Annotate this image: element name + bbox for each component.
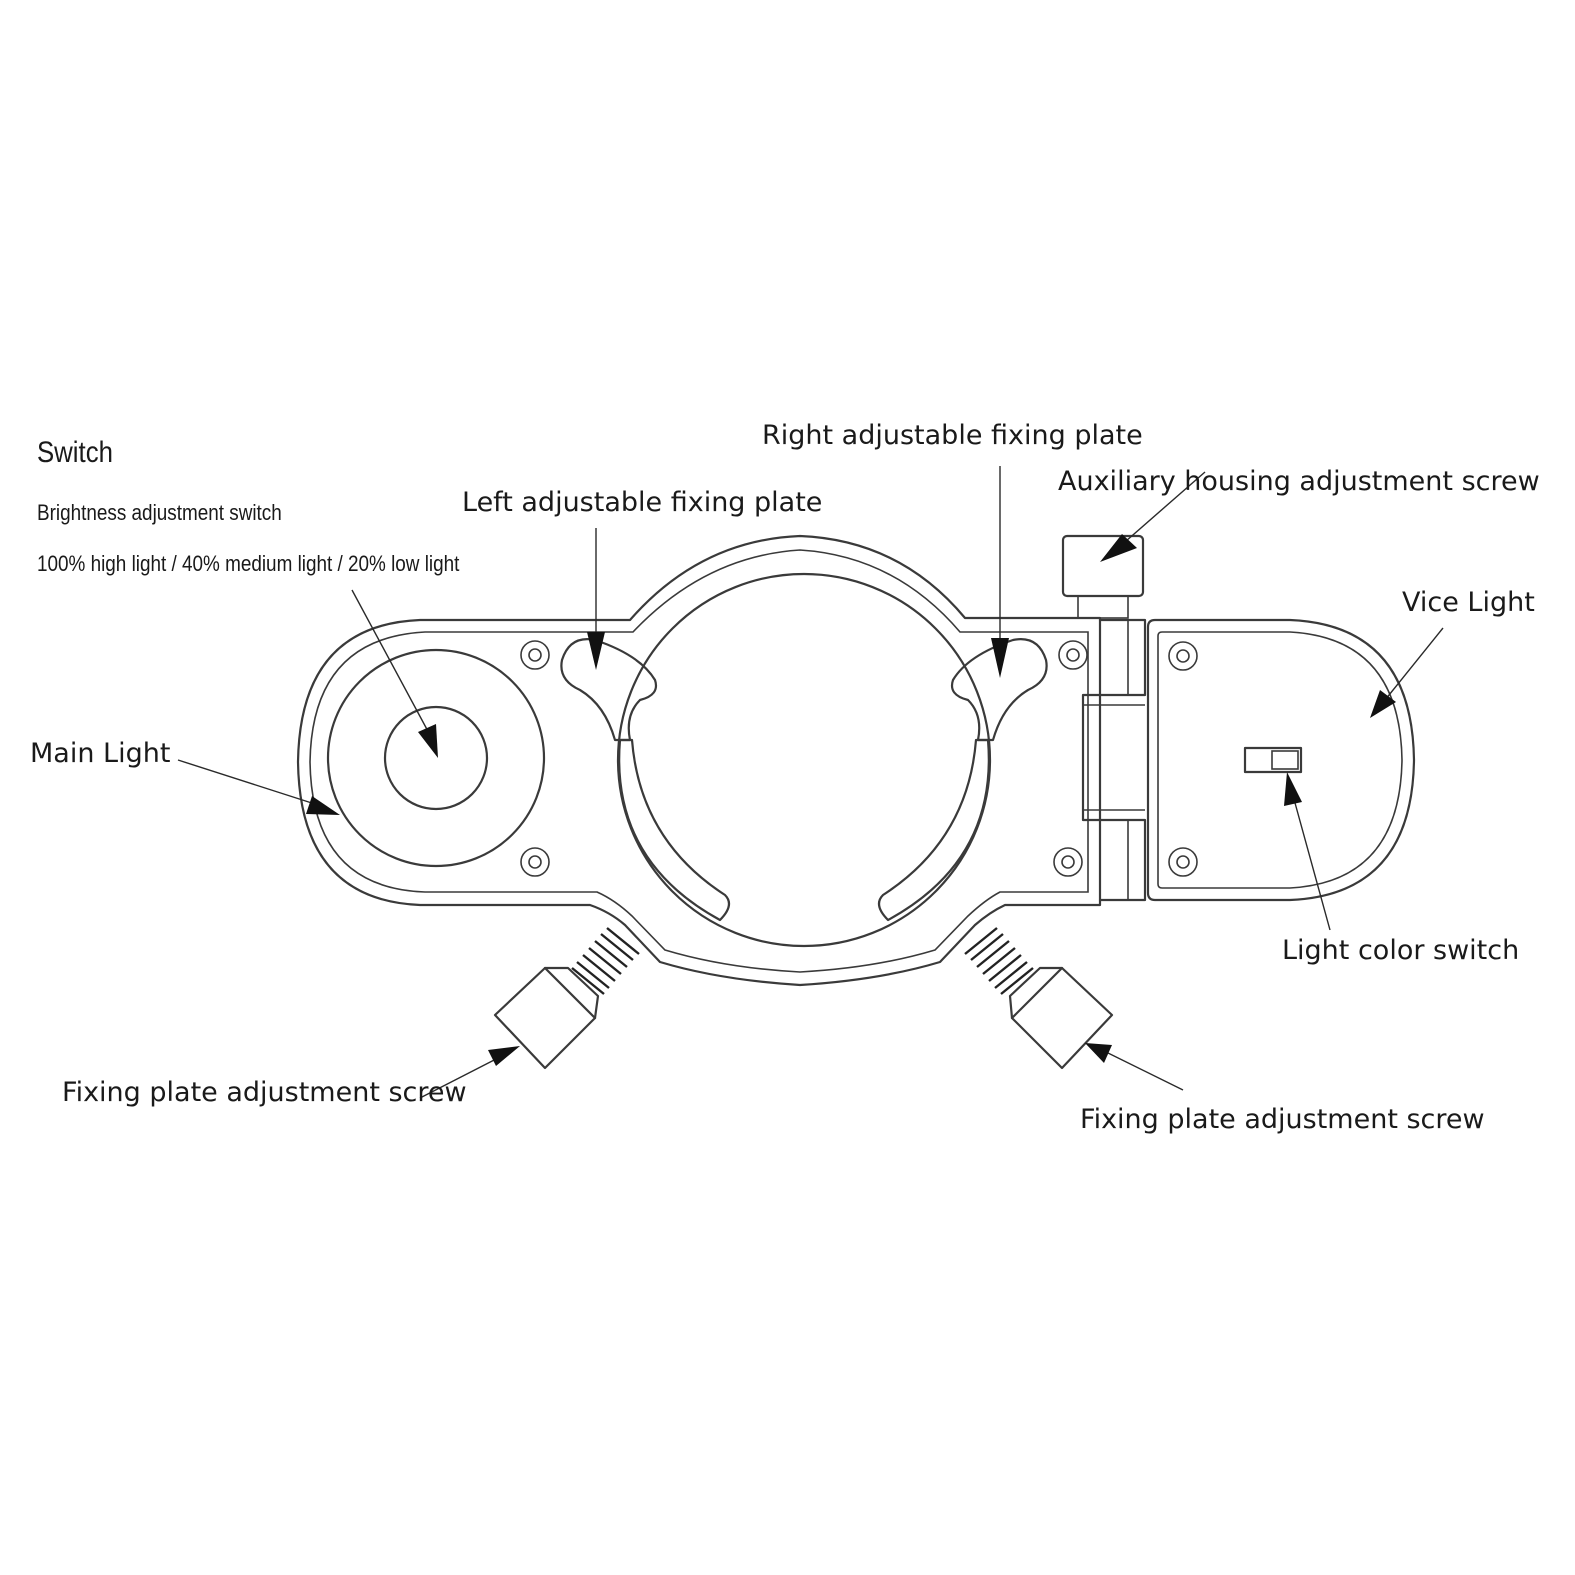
right-plate-label: Right adjustable fixing plate: [762, 420, 1143, 451]
vice-screw-top: [1168, 641, 1198, 671]
brightness-switch-label: Brightness adjustment switch: [37, 501, 282, 526]
screw-bottom-right: [1053, 847, 1083, 877]
screw-bottom-left: [520, 847, 550, 877]
brightness-levels-label: 100% high light / 40% medium light / 20%…: [37, 552, 460, 577]
light-color-switch-label: Light color switch: [1282, 935, 1519, 966]
center-ring: [560, 572, 1048, 948]
screw-top-left: [520, 640, 550, 670]
screw-top-right: [1058, 640, 1088, 670]
light-color-switch: [1243, 746, 1303, 774]
fixing-screw-left-label: Fixing plate adjustment screw: [62, 1077, 467, 1108]
fixing-screw-right-label: Fixing plate adjustment screw: [1080, 1104, 1485, 1135]
main-light-housing: [296, 534, 1102, 987]
vice-screw-bottom: [1168, 847, 1198, 877]
right-slot: [877, 738, 990, 922]
left-fixing-plate: [560, 638, 658, 742]
auxiliary-housing-screw: [1061, 534, 1145, 619]
vice-light-housing: [1146, 618, 1416, 902]
leaders: [177, 466, 1444, 1099]
switch-label: Switch: [37, 435, 113, 468]
main-light-outer-ring: [326, 648, 546, 868]
left-fixing-screw: [493, 927, 640, 1070]
main-light-lens: [383, 705, 489, 811]
main-light-label: Main Light: [30, 738, 170, 769]
aux-screw-label: Auxiliary housing adjustment screw: [1058, 466, 1540, 497]
right-fixing-plate: [950, 638, 1048, 742]
left-plate-label: Left adjustable fixing plate: [462, 487, 822, 518]
hinge: [1081, 618, 1147, 902]
right-fixing-screw: [964, 927, 1114, 1070]
vice-light-label: Vice Light: [1402, 587, 1535, 618]
left-slot: [618, 738, 731, 922]
